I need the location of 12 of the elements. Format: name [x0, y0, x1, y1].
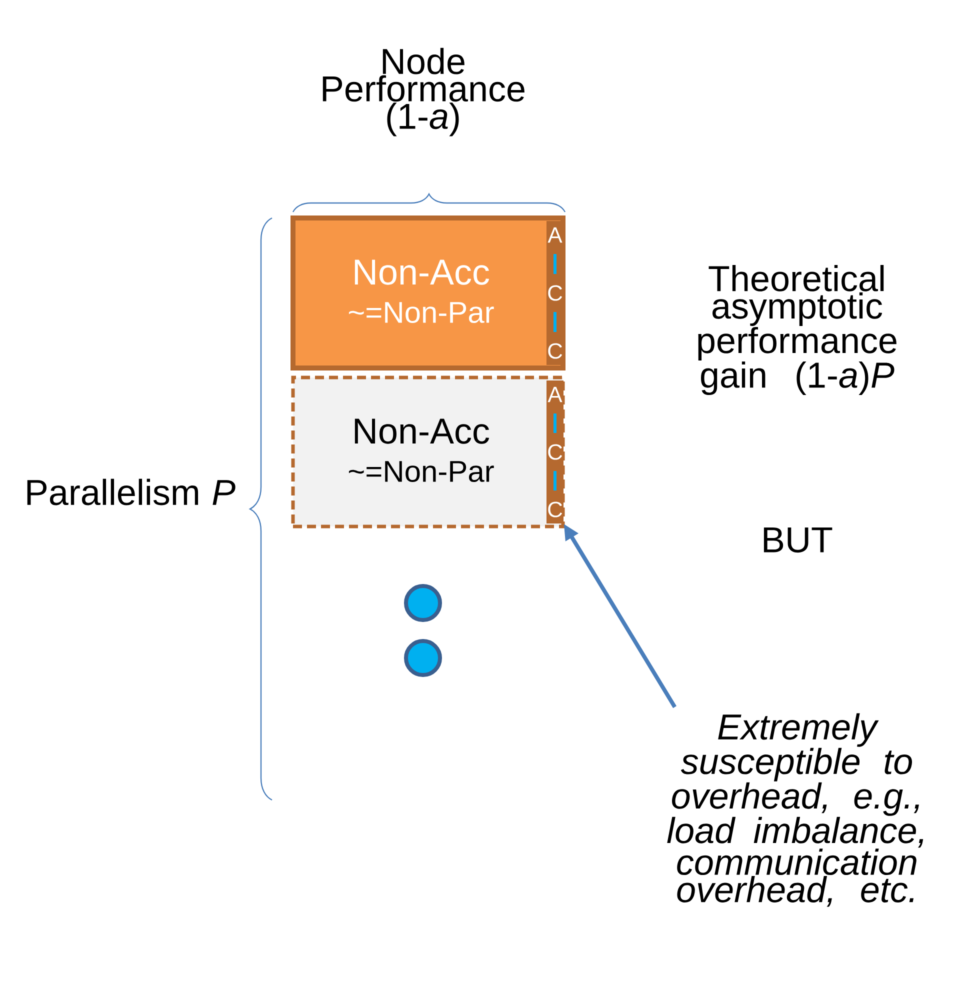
label-text: Node Performance (1-a)	[322, 48, 524, 136]
label-text: Parallelism P	[27, 478, 236, 506]
label-text: BUT	[764, 527, 832, 553]
node-label: C	[548, 343, 562, 359]
note-text: Extremely susceptible to overhead, e.g., load imbalance, communication overhead, etc.	[667, 713, 924, 907]
ellipsis-dot	[404, 639, 442, 677]
accelerator-strip: A C C	[546, 221, 564, 365]
node-label: C	[548, 285, 562, 301]
ellipsis-dot	[404, 584, 442, 622]
label-text: Theoretical asymptotic performance gain (1-a)P	[698, 264, 896, 396]
accelerator-strip: A C C	[546, 380, 564, 524]
node-label: A	[548, 227, 562, 243]
